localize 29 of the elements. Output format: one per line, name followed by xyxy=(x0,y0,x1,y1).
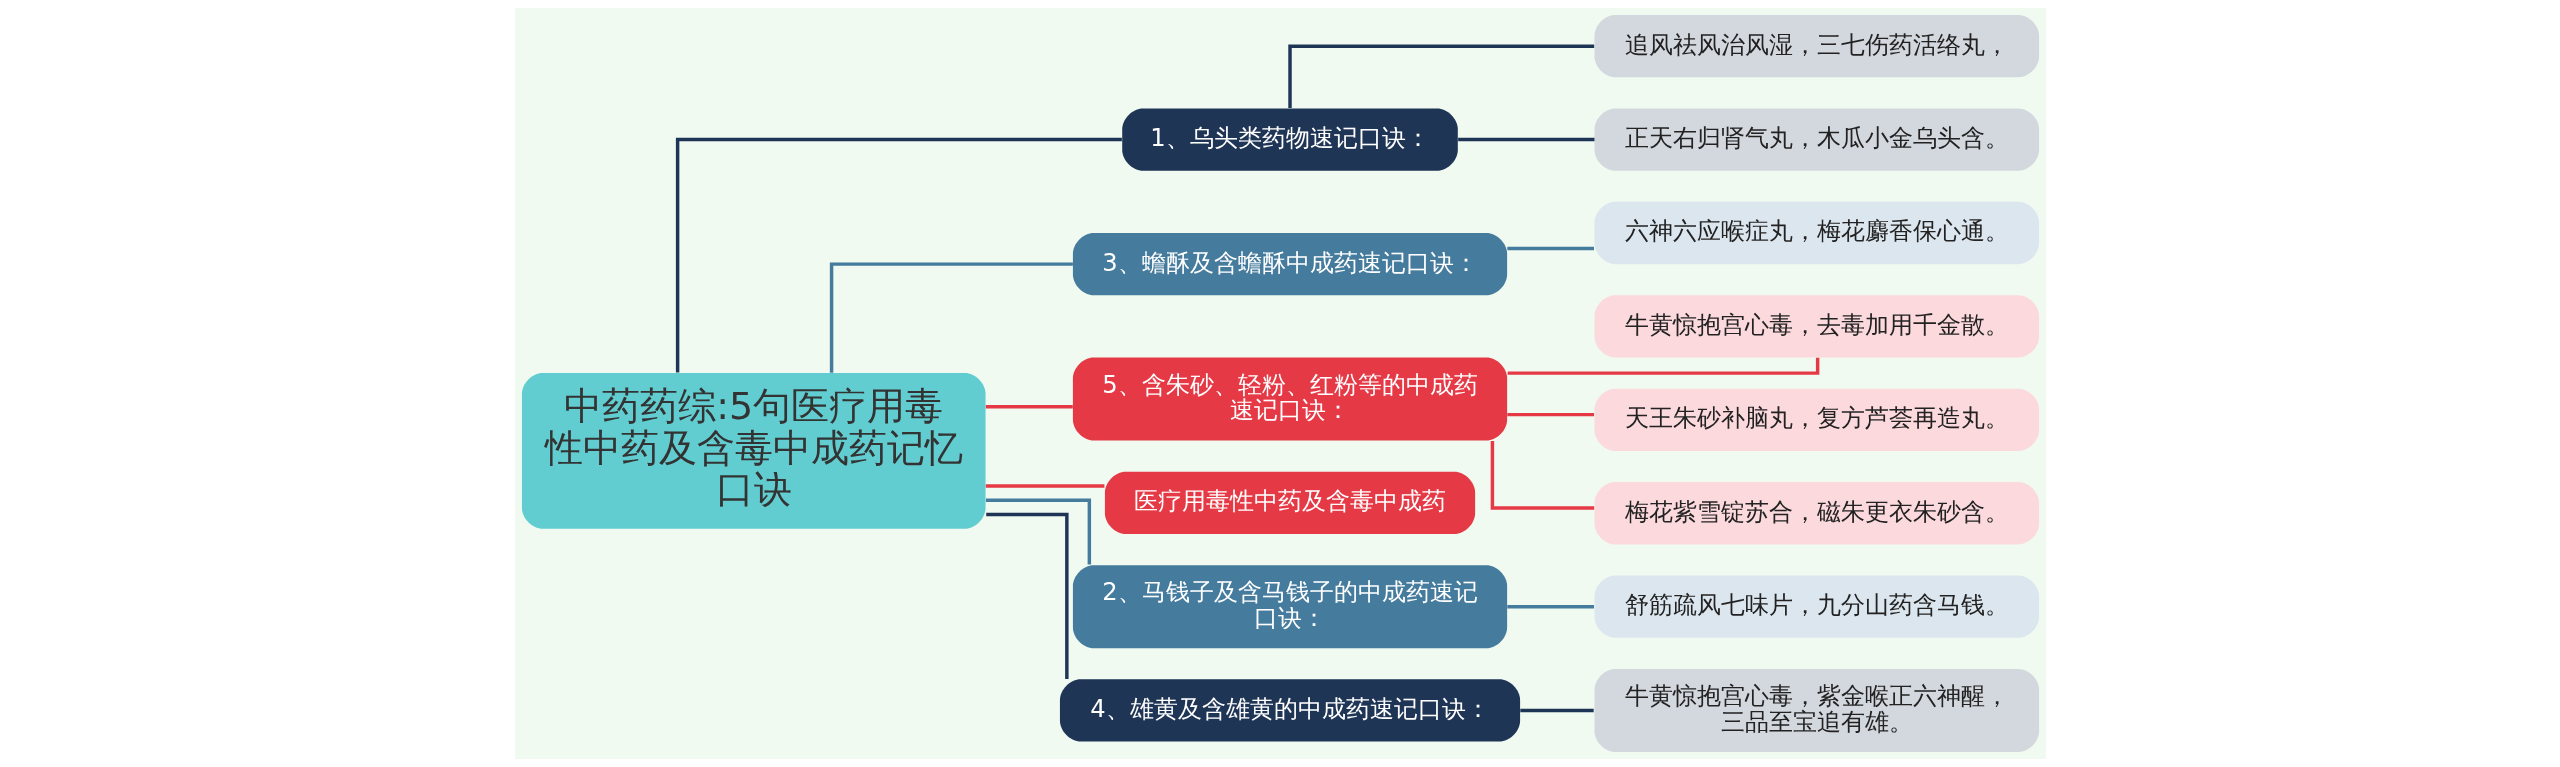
node-box: 4、雄黄及含雄黄的中成药速记口诀： xyxy=(1059,679,1520,742)
connector xyxy=(1507,357,1819,375)
node-box: 天王朱砂补脑丸，复方芦荟再造丸。 xyxy=(1594,388,2039,451)
node-box: 中药药综:5句医疗用毒性中药及含毒中成药记忆口诀 xyxy=(521,373,986,529)
connector xyxy=(1506,412,1594,417)
node-box: 3、蟾酥及含蟾酥中成药速记口诀： xyxy=(1072,233,1507,296)
connector xyxy=(1457,137,1594,142)
connector xyxy=(985,405,1073,409)
connector xyxy=(829,262,1073,373)
connector xyxy=(1519,708,1594,713)
connector xyxy=(985,498,1091,565)
node-box: 追风祛风治风湿，三七伤药活络丸， xyxy=(1594,15,2039,78)
node-box: 六神六应喉症丸，梅花麝香保心通。 xyxy=(1594,201,2039,265)
node-box: 2、马钱子及含马钱子的中成药速记口诀： xyxy=(1072,565,1507,649)
connector xyxy=(1506,604,1594,609)
connector xyxy=(985,484,1104,488)
node-box: 舒筋疏风七味片，九分山药含马钱。 xyxy=(1594,575,2039,638)
connector xyxy=(1287,44,1594,108)
node-box: 牛黄惊抱宫心毒，去毒加用千金散。 xyxy=(1594,295,2039,358)
node-box: 梅花紫雪锭苏合，磁朱更衣朱砂含。 xyxy=(1594,482,2039,545)
connector xyxy=(1506,246,1594,251)
node-box: 正天右归肾气丸，木瓜小金乌头含。 xyxy=(1594,108,2039,171)
node-box: 牛黄惊抱宫心毒，紫金喉正六神醒，三品至宝追有雄。 xyxy=(1594,668,2039,752)
node-box: 5、含朱砂、轻粉、红粉等的中成药速记口诀： xyxy=(1072,357,1507,441)
node-box: 1、乌头类药物速记口诀： xyxy=(1121,108,1458,171)
node-box: 医疗用毒性中药及含毒中成药 xyxy=(1104,471,1475,534)
connector xyxy=(1490,440,1594,510)
connector xyxy=(675,137,1122,373)
connector xyxy=(985,512,1069,679)
